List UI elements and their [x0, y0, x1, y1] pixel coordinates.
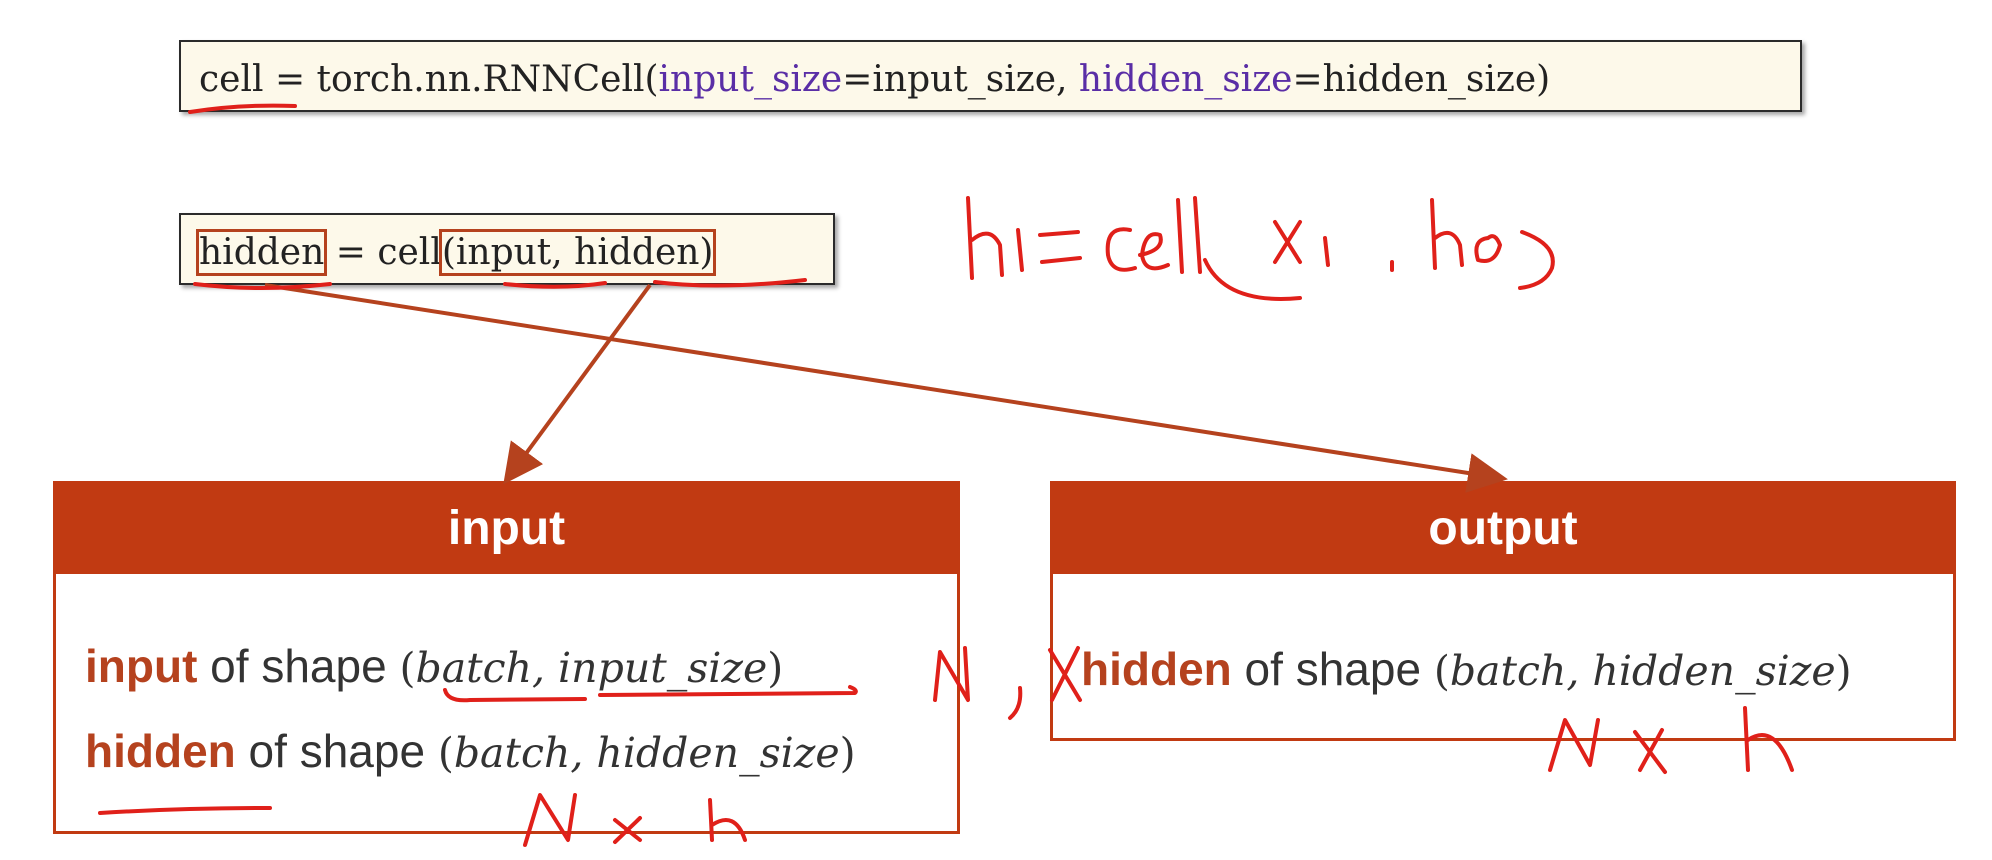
- input-name: input: [85, 640, 198, 692]
- code-line-rnncell: cell = torch.nn.RNNCell(input_size=input…: [179, 40, 1802, 112]
- arrow-to-input-panel: [503, 283, 652, 485]
- output-panel-title: output: [1053, 484, 1953, 574]
- ink-h1-equation: [966, 196, 1024, 280]
- ink-equals: [1038, 230, 1082, 264]
- output-of-shape: of shape: [1231, 643, 1434, 695]
- code-token-eq2: =hidden_size): [1292, 59, 1551, 100]
- hidden-shape-value: batch, hidden_size: [453, 729, 840, 777]
- code-token-eq1: =input_size,: [842, 59, 1079, 100]
- input-of-shape: of shape: [197, 640, 400, 692]
- code-token-hidden-output: hidden: [195, 229, 328, 276]
- ink-paren: [1203, 258, 1302, 301]
- input-shape-row: input of shape (batch, input_size): [85, 639, 783, 693]
- code-token-cell: cell: [199, 59, 264, 100]
- hidden-shape: (batch, hidden_size): [437, 729, 856, 777]
- code-token-assign: = torch.nn.RNNCell(: [263, 59, 659, 100]
- arrow-to-output-panel: [264, 283, 1508, 493]
- hidden-shape-row: hidden of shape (batch, hidden_size): [85, 724, 856, 778]
- ink-x1: [1273, 220, 1330, 267]
- code-line-call: hidden = cell(input, hidden): [179, 213, 835, 285]
- ink-h0: [1430, 198, 1502, 270]
- output-hidden-shape-row: hidden of shape (batch, hidden_size): [1081, 642, 1852, 696]
- code-kw-input-size: input_size: [658, 59, 843, 100]
- input-panel-title: input: [56, 484, 957, 574]
- output-hidden-shape: (batch, hidden_size): [1433, 647, 1852, 695]
- input-panel: input input of shape (batch, input_size)…: [53, 481, 960, 834]
- code-token-args: (input, hidden): [438, 229, 717, 276]
- input-shape: (batch, input_size): [399, 644, 784, 692]
- hidden-of-shape: of shape: [235, 725, 438, 777]
- code-kw-hidden-size: hidden_size: [1078, 59, 1293, 100]
- ink-close: [1518, 230, 1555, 290]
- input-shape-value: batch, input_size: [415, 644, 768, 692]
- output-hidden-name: hidden: [1081, 643, 1232, 695]
- output-hidden-shape-value: batch, hidden_size: [1449, 647, 1836, 695]
- output-panel: output hidden of shape (batch, hidden_si…: [1050, 481, 1956, 741]
- hidden-name: hidden: [85, 725, 236, 777]
- ink-cell: [1105, 196, 1202, 274]
- code-token-cell-call: = cell: [324, 232, 442, 273]
